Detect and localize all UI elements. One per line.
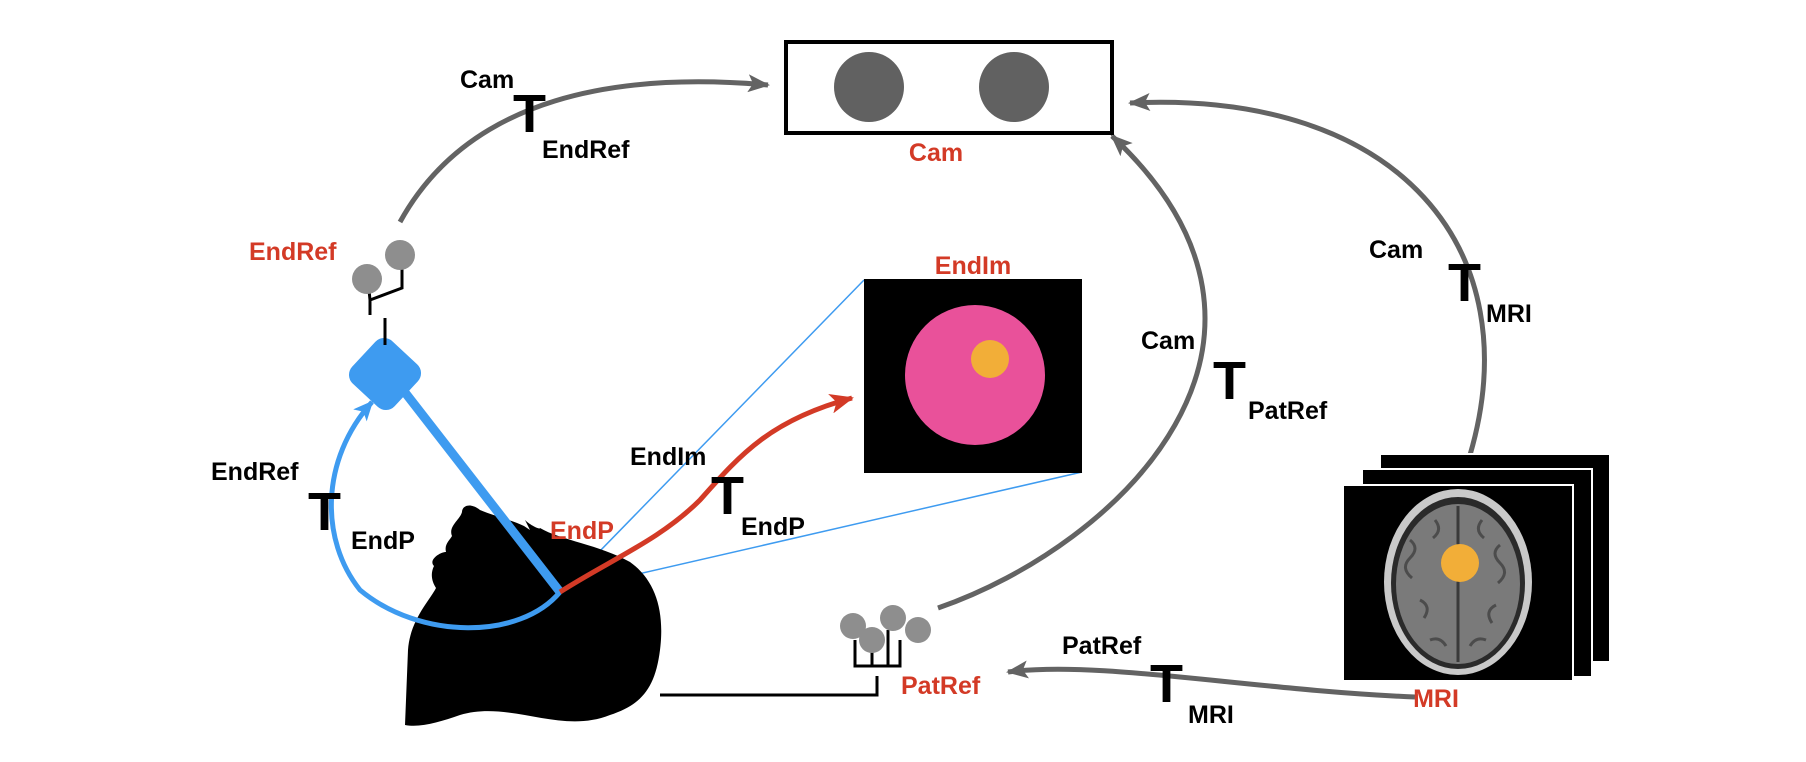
endim-tumor xyxy=(971,340,1009,378)
view-line-bottom xyxy=(559,471,1083,593)
transform-patref-mri: PatRef T MRI xyxy=(1062,632,1234,729)
transform-cam-endref-sup: Cam xyxy=(460,66,514,94)
transform-cam-mri-symbol: T xyxy=(1448,253,1481,313)
transform-cam-endref-symbol: T xyxy=(513,84,546,144)
transform-cam-patref-sub: PatRef xyxy=(1248,397,1328,425)
transform-endref-endp: EndRef T EndP xyxy=(211,458,415,555)
transform-endim-endp-sup: EndIm xyxy=(630,443,706,471)
frame-label-endref: EndRef xyxy=(249,238,337,266)
endref-arm xyxy=(368,265,404,315)
endref-ball-right xyxy=(385,240,415,270)
frame-label-endim: EndIm xyxy=(935,252,1011,280)
mri-slice-stack-icon xyxy=(1342,453,1611,682)
arrow-mri-to-patref xyxy=(1006,660,1416,700)
patref-ball-1 xyxy=(840,613,866,639)
arrow-patref-to-cam xyxy=(937,134,1208,611)
transform-endref-endp-sup: EndRef xyxy=(211,458,299,486)
transform-endim-endp-symbol: T xyxy=(711,466,744,526)
transform-patref-mri-sup: PatRef xyxy=(1062,632,1142,660)
frame-label-endp: EndP xyxy=(550,517,614,545)
transform-patref-mri-sub: MRI xyxy=(1188,701,1234,729)
arrow-endref-to-cam xyxy=(397,74,770,224)
endoscope-handle xyxy=(348,337,422,411)
arrow-mri-to-cam xyxy=(1128,93,1487,456)
transform-cam-patref-symbol: T xyxy=(1213,351,1246,411)
frame-label-patref: PatRef xyxy=(901,672,981,700)
transform-cam-mri-sub: MRI xyxy=(1486,300,1532,328)
mri-tumor xyxy=(1441,544,1479,582)
transform-cam-mri: Cam T MRI xyxy=(1369,236,1532,328)
endoscope-icon xyxy=(396,383,564,595)
transform-cam-patref: Cam T PatRef xyxy=(1141,327,1328,425)
view-line-top xyxy=(559,279,865,593)
transform-cam-endref-sub: EndRef xyxy=(542,136,630,164)
transform-endref-endp-sub: EndP xyxy=(351,527,415,555)
patref-cable xyxy=(660,676,879,697)
transform-cam-mri-sup: Cam xyxy=(1369,236,1423,264)
endim-field-of-view xyxy=(905,305,1045,445)
camera-lens-left xyxy=(834,52,904,122)
transform-cam-endref: Cam T EndRef xyxy=(460,66,630,164)
camera-lens-right xyxy=(979,52,1049,122)
arrow-endref-endp xyxy=(328,400,562,631)
transform-endim-endp: EndIm T EndP xyxy=(630,443,805,541)
mri-sulci xyxy=(1404,519,1506,647)
endref-ball-left xyxy=(352,264,382,294)
patref-ball-3 xyxy=(880,605,906,631)
frame-label-cam: Cam xyxy=(909,139,963,167)
transform-endref-endp-symbol: T xyxy=(308,482,341,542)
stereo-camera-icon xyxy=(784,40,1114,135)
arrow-endp-to-endim xyxy=(558,394,854,595)
frame-label-mri: MRI xyxy=(1413,685,1459,713)
patref-ball-4 xyxy=(905,617,931,643)
transform-endim-endp-sub: EndP xyxy=(741,513,805,541)
patref-frame xyxy=(853,640,902,668)
endoscope-image-icon xyxy=(864,279,1082,473)
transform-patref-mri-symbol: T xyxy=(1150,654,1183,714)
patref-ball-2 xyxy=(859,627,885,653)
transform-cam-patref-sup: Cam xyxy=(1141,327,1195,355)
patient-reference-marker-icon xyxy=(840,605,931,668)
endoscope-reference-marker-icon xyxy=(352,240,415,345)
